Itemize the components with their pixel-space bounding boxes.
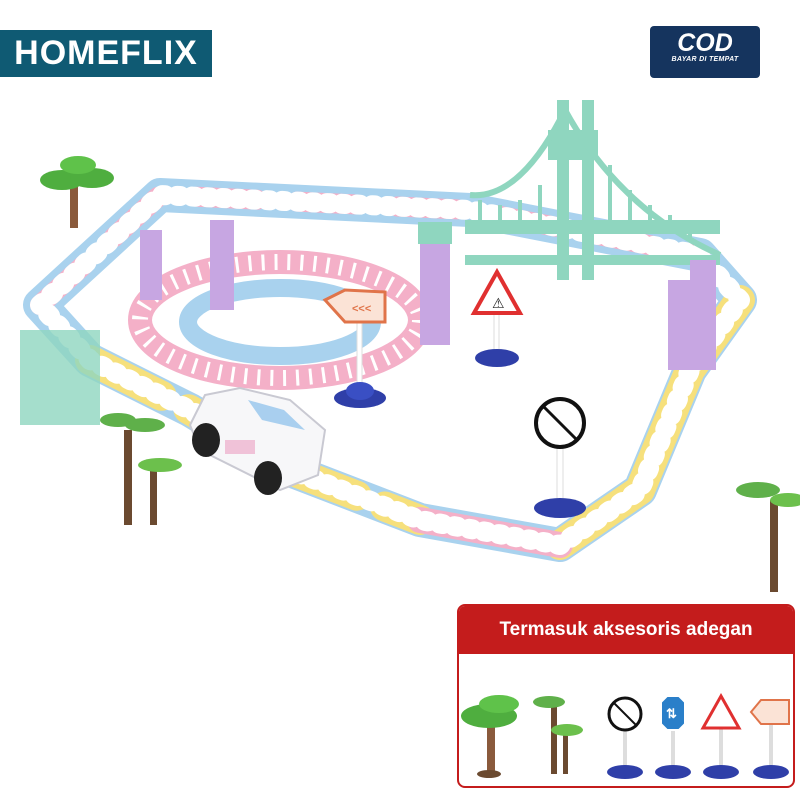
accessories-title: Termasuk aksesoris adegan [459,606,793,654]
suspension-bridge [418,100,722,370]
no-u-turn-sign [534,397,586,518]
cod-subtitle: BAYAR DI TEMPAT [671,56,739,63]
svg-text:⇅: ⇅ [666,706,677,721]
cod-title: COD [677,29,733,57]
tree-left-top [40,156,114,228]
toy-car [188,386,327,495]
accessories-panel: Termasuk aksesoris adegan ⇅ [457,604,795,788]
tree-icon [461,695,519,778]
direction-sign-icon: ⇅ [655,695,691,779]
cod-badge: COD BAYAR DI TEMPAT [650,26,760,78]
brand-name: HOMEFLIX [14,34,198,72]
palm-tree-left [100,413,182,525]
pedestrian-warning-sign: ⚠ [470,267,524,367]
palm-tree-right [736,482,800,592]
pedestrian-warning-sign-icon [700,692,742,779]
palm-tree-icon [533,696,583,774]
arrow-sign-icon [749,699,790,779]
svg-text:⚠: ⚠ [492,295,505,311]
track-pillars [20,220,702,425]
accessories-items: ⇅ [461,692,790,779]
brand-logo: HOMEFLIX [0,30,212,77]
no-u-turn-sign-icon [607,696,643,779]
arrow-sign: <<< [322,288,387,408]
svg-text:<<<: <<< [352,303,371,315]
